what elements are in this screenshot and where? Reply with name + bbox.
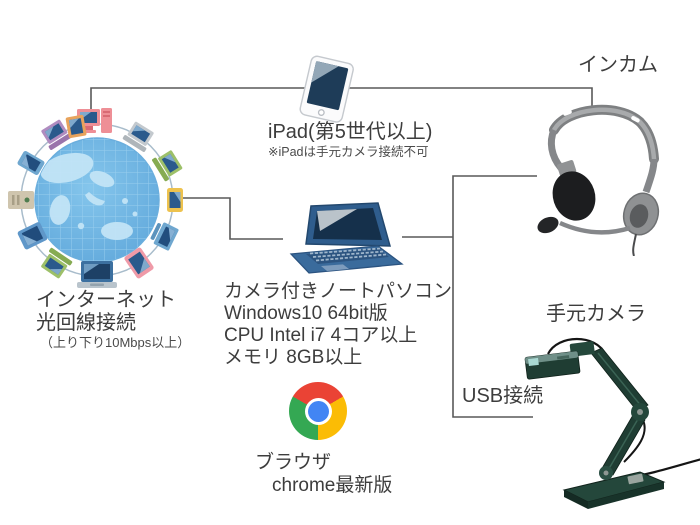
tablet-icon — [17, 222, 48, 250]
laptop-icon — [41, 119, 73, 150]
usb-label: USB接続 — [462, 385, 544, 407]
laptop-icon — [122, 121, 154, 152]
headset-label: インカム — [578, 54, 658, 76]
touchpad — [321, 264, 349, 271]
laptop-front-icon — [77, 261, 117, 288]
connector-laptop-headset-doccamera — [452, 175, 537, 418]
ipad-illustration — [299, 55, 354, 123]
keyboard-keys — [309, 247, 387, 262]
headset-cable — [632, 233, 637, 256]
laptop-spec-line: メモリ 8GB以上 — [224, 347, 363, 368]
camera-lens-panel — [528, 357, 539, 367]
base-label-chip — [627, 473, 644, 485]
tablet-icon — [65, 114, 87, 139]
internet-label-line2: 光回線接続 — [36, 312, 136, 334]
doc-camera-label: 手元カメラ — [546, 303, 646, 325]
desktop-pc-icon — [77, 108, 112, 133]
laptop-spec-line: Windows10 64bit版 — [224, 303, 388, 324]
laptop-icon — [41, 247, 73, 279]
headband-slit — [563, 109, 572, 116]
internet-globe-illustration — [8, 108, 183, 288]
ear-foam — [552, 171, 596, 221]
continents — [40, 152, 138, 240]
laptop-spec-line: CPU Intel i7 4コア以上 — [224, 325, 418, 346]
earth — [34, 137, 160, 263]
internet-label-line1: インターネット — [36, 289, 176, 311]
browser-label-line1: ブラウザ — [255, 452, 332, 473]
smartphone-icon — [17, 150, 45, 176]
device-ring-icons — [8, 108, 183, 288]
laptop-icon — [152, 150, 183, 182]
connector-internet-laptop — [175, 197, 283, 240]
headband-slit — [631, 116, 640, 123]
tablet-icon — [124, 247, 154, 279]
smartphone-icon — [167, 188, 183, 212]
laptop-illustration — [289, 202, 404, 274]
internet-note: （上り下り10Mbps以上） — [40, 335, 191, 350]
ipad-label: iPad(第5世代以上) — [268, 121, 433, 143]
headset-illustration — [537, 104, 660, 256]
camera-head — [524, 341, 595, 380]
microphone-foam — [537, 216, 559, 234]
monitor-icon — [150, 222, 179, 251]
ipad-note: ※iPadは手元カメラ接続不可 — [268, 145, 429, 159]
browser-label-line2: chrome最新版 — [272, 475, 393, 496]
document-camera-illustration — [524, 337, 700, 509]
laptop-spec-line: カメラ付きノートパソコン — [224, 281, 453, 302]
camera-cable-lower — [623, 419, 646, 463]
chrome-logo — [289, 382, 347, 440]
pc-tower-icon — [8, 191, 34, 209]
home-button — [317, 109, 325, 116]
chrome-logo-blue-core — [307, 400, 329, 422]
